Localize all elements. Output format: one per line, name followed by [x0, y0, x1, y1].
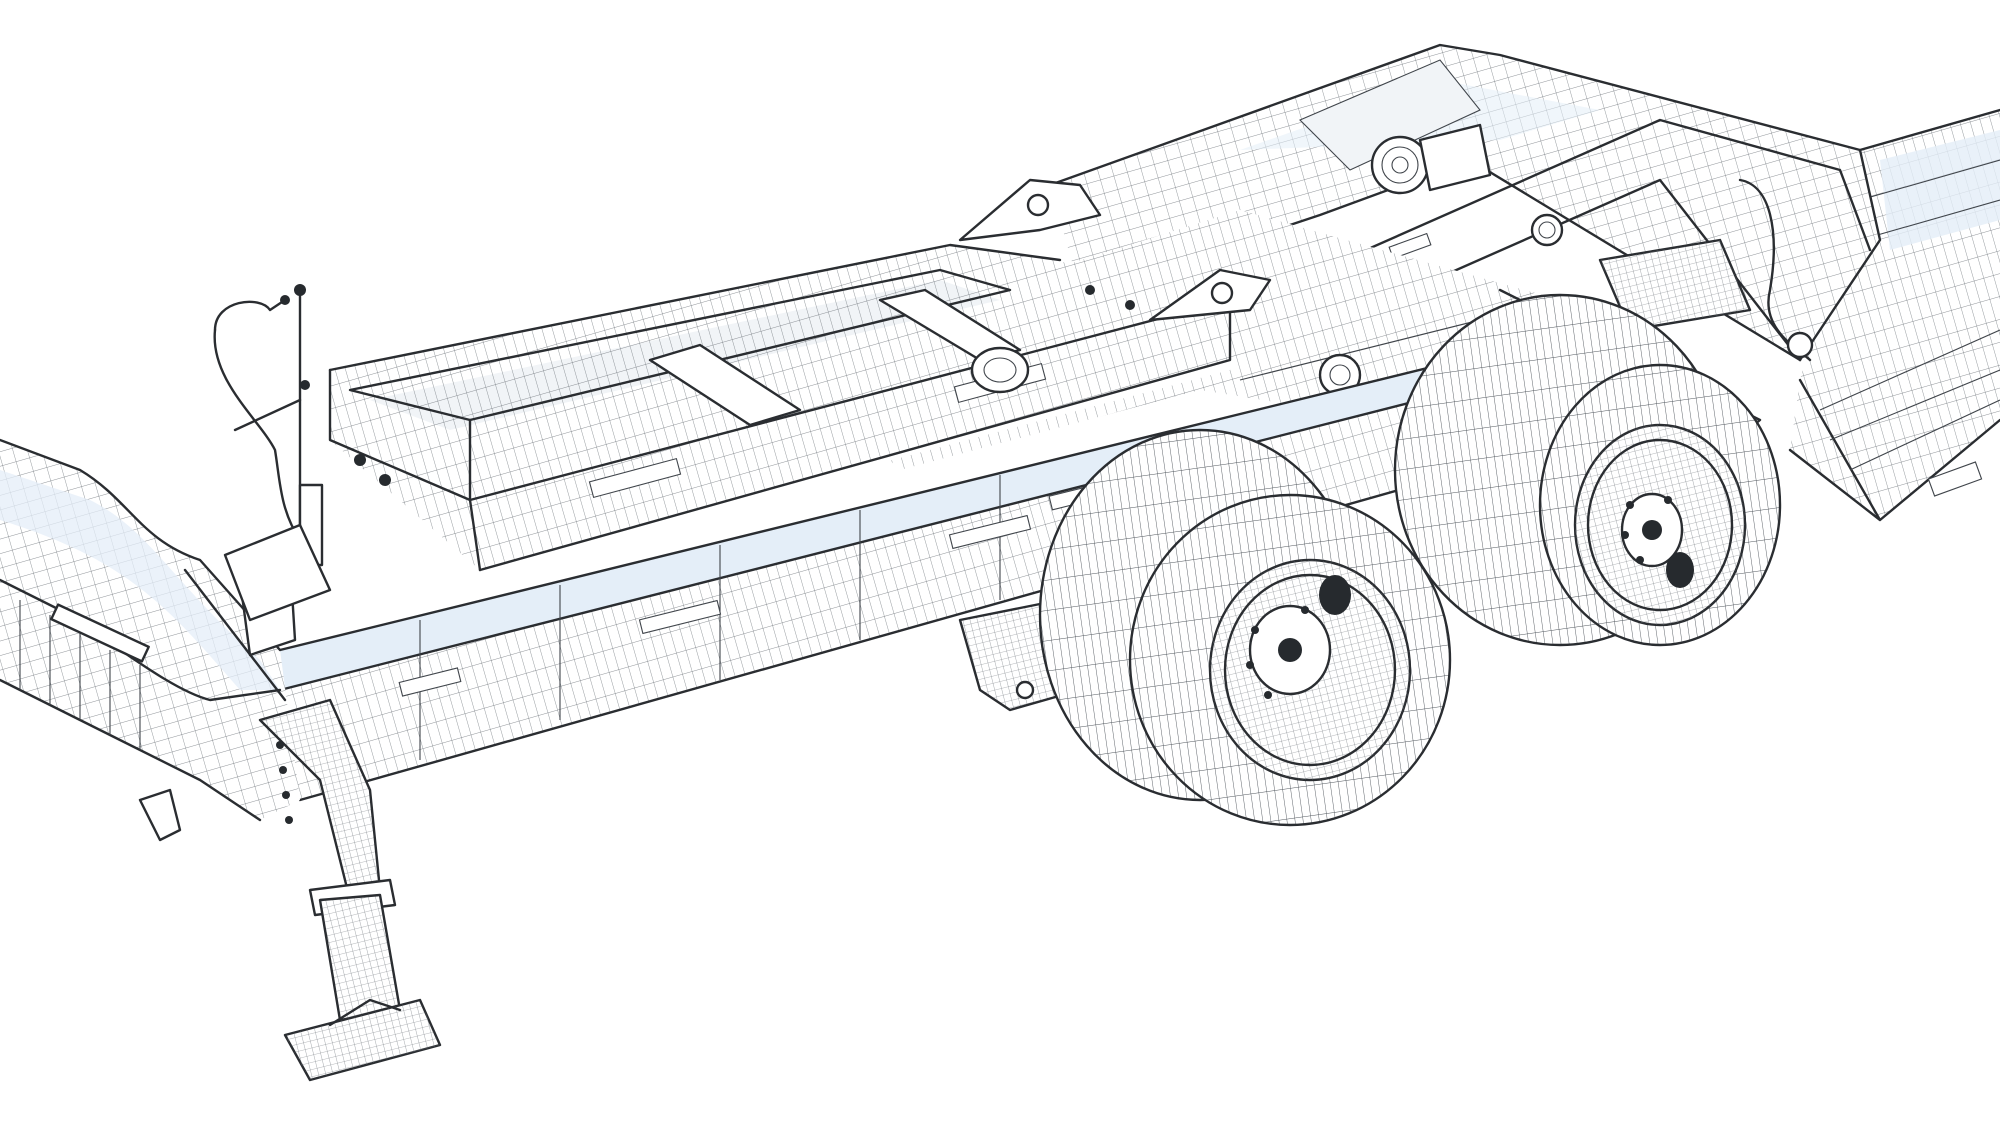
gooseneck-beam: [1048, 43, 1882, 372]
upper-platform-frame: [328, 178, 1272, 572]
hydraulic-stand: [183, 284, 332, 702]
front-ramp: [0, 438, 300, 842]
landing-gear: [258, 698, 442, 1082]
front-wheel-assembly: [1038, 428, 1452, 827]
rear-wheel-assembly: [1393, 293, 1782, 647]
rear-deck: [1788, 108, 2000, 522]
